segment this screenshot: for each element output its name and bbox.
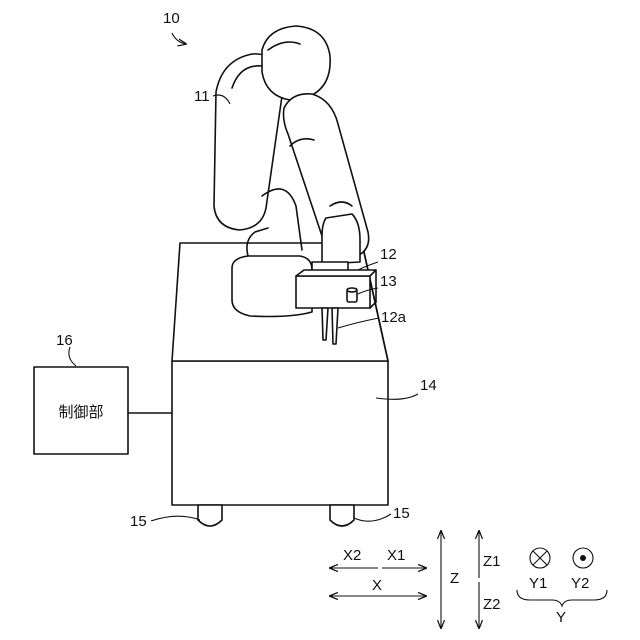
label-caster-right: 15 xyxy=(393,505,410,522)
axis-z2-label: Z2 xyxy=(483,596,501,613)
label-caster-left: 15 xyxy=(130,513,147,530)
axis-z1-label: Z1 xyxy=(483,553,501,570)
axis-x2-label: X2 xyxy=(343,547,361,564)
y-brace xyxy=(517,590,607,606)
sensor xyxy=(347,288,357,302)
axis-x1-label: X1 xyxy=(387,547,405,564)
axis-x-label: X xyxy=(372,577,382,594)
label-hand: 12 xyxy=(380,246,397,263)
axis-z-label: Z xyxy=(450,570,459,587)
axis-y-label: Y xyxy=(556,609,566,626)
caster-right xyxy=(330,505,354,526)
leader-robot-system xyxy=(172,33,186,44)
controller-label: 制御部 xyxy=(58,403,103,421)
leader-caster-right xyxy=(354,514,391,521)
label-base: 14 xyxy=(420,377,437,394)
axis-y2-label: Y2 xyxy=(571,575,589,592)
leader-caster-left xyxy=(151,516,200,521)
label-robot-arm: 11 xyxy=(194,88,210,105)
label-hand-finger: 12a xyxy=(381,309,407,326)
leader-controller xyxy=(69,347,76,366)
axis-y1-label: Y1 xyxy=(529,575,547,592)
label-sensor: 13 xyxy=(380,273,397,290)
y2-out-of-page-icon xyxy=(573,548,593,568)
label-robot-system: 10 xyxy=(163,10,180,27)
y1-into-page-icon xyxy=(530,548,550,568)
caster-left xyxy=(198,505,222,526)
label-controller: 16 xyxy=(56,332,73,349)
